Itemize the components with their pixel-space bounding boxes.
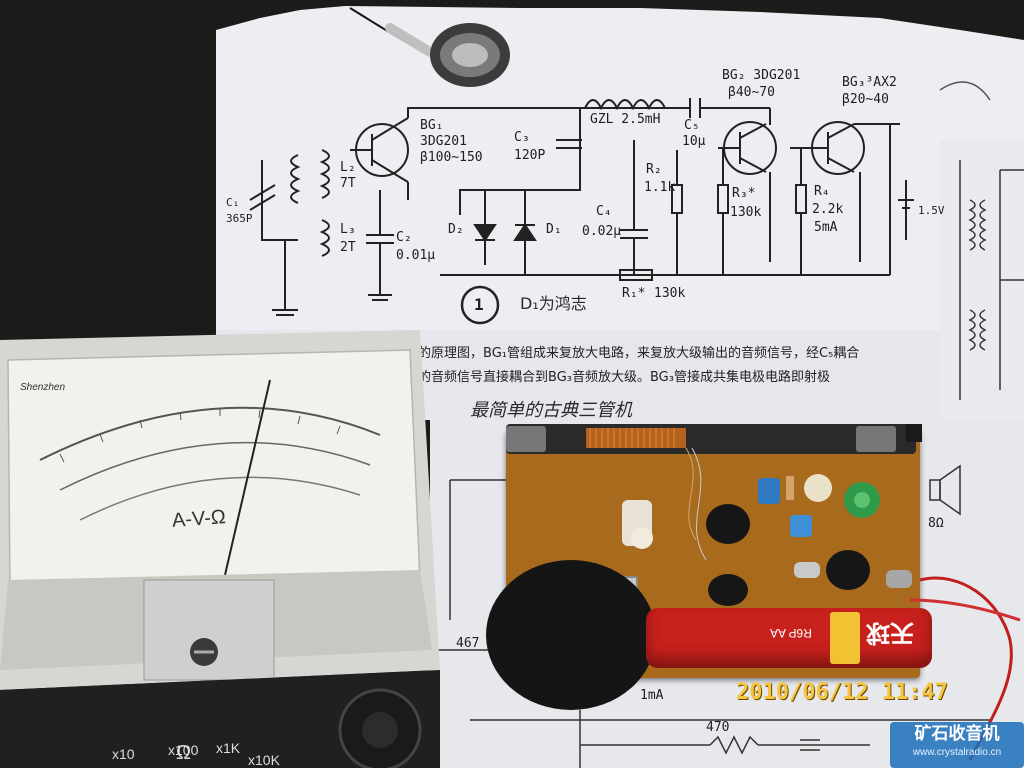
r1-label: R₁* [622, 286, 646, 301]
c4-label: C₄ [596, 204, 612, 219]
bg2-beta: β40~70 [728, 85, 775, 100]
watermark-site-name: 矿石收音机 [914, 724, 1000, 744]
earphone [349, 7, 510, 87]
range-x1k-label[interactable]: x1K [216, 740, 241, 756]
range-omega-label: Ω [176, 742, 191, 764]
photo-timestamp: 2010/06/12 11:47 [736, 680, 948, 705]
speaker-impedance: 8Ω [928, 516, 944, 531]
multimeter [0, 330, 440, 768]
d1-label: D₁ [546, 222, 562, 237]
range-x10k-label[interactable]: x10K [248, 752, 280, 768]
c3-value: 120P [514, 148, 546, 163]
bg3-name: BG₃³AX2 [842, 75, 897, 90]
r3-value: 130k [730, 205, 762, 220]
c3-label: C₃ [514, 130, 530, 145]
bg2-name: BG₂ 3DG201 [722, 68, 801, 83]
bg1-type: 3DG201 [420, 134, 467, 149]
c1-value: 365P [226, 212, 253, 225]
meter-brand: Shenzhen [20, 382, 66, 393]
gzl-label: GZL 2.5mH [590, 112, 661, 127]
description-line-1: 的原理图，BG₁管组成来复放大电路，来复放大级输出的音频信号，经C₅耦合 [418, 346, 860, 361]
l3-turns: 2T [340, 240, 356, 255]
c5-value: 10μ [682, 134, 706, 149]
l3-label: L₃ [340, 222, 356, 237]
r2-value: 1.1k [644, 180, 676, 195]
battery-model: R6P AA [770, 626, 812, 640]
right-partial-schematic [959, 160, 1024, 400]
watermark-url: www.crystalradio.cn [912, 747, 1002, 758]
c2-value: 0.01μ [396, 248, 436, 263]
l2-turns: 7T [340, 176, 356, 191]
node-467: 467 [456, 636, 480, 651]
tuning-dial[interactable] [486, 560, 656, 710]
aa-battery [646, 608, 932, 668]
bg3-beta: β20~40 [842, 92, 889, 107]
r1-value: 130k [654, 286, 686, 301]
current-label: 5mA [814, 220, 838, 235]
handwritten-title: 最简单的古典三管机 [470, 400, 632, 421]
r4-label: R₄ [814, 184, 830, 199]
d2-label: D₂ [448, 222, 464, 237]
current-1ma: 1mA [640, 688, 664, 703]
r3-label: R₃* [732, 186, 756, 201]
l2-label: L₂ [340, 160, 356, 175]
battery-label: 1.5V [918, 204, 945, 217]
range-x10-label[interactable]: x10 [112, 746, 135, 762]
description-line-2: 的音频信号直接耦合到BG₃音频放大级。BG₃管接成共集电极电路即射极 [418, 370, 830, 385]
c1-label: C₁ [226, 196, 240, 209]
c5-label: C₅ [684, 118, 700, 133]
battery-logo [830, 612, 860, 664]
bg1-name: BG₁ [420, 118, 444, 133]
handwritten-d1-note: D₁为鸿志 [520, 294, 587, 313]
pcb-components [506, 424, 922, 606]
resistor-470: 470 [706, 720, 730, 735]
r4-value: 2.2k [812, 202, 844, 217]
bg1-beta: β100~150 [420, 150, 483, 165]
watermark-box: 矿石收音机 www.crystalradio.cn [890, 722, 1024, 768]
figure-number: 1 [474, 295, 484, 314]
c2-label: C₂ [396, 230, 412, 245]
meter-model: A-V-Ω [171, 506, 227, 532]
c4-value: 0.02μ [582, 224, 622, 239]
r2-label: R₂ [646, 162, 662, 177]
range-x100-label[interactable]: x100 [168, 742, 199, 758]
